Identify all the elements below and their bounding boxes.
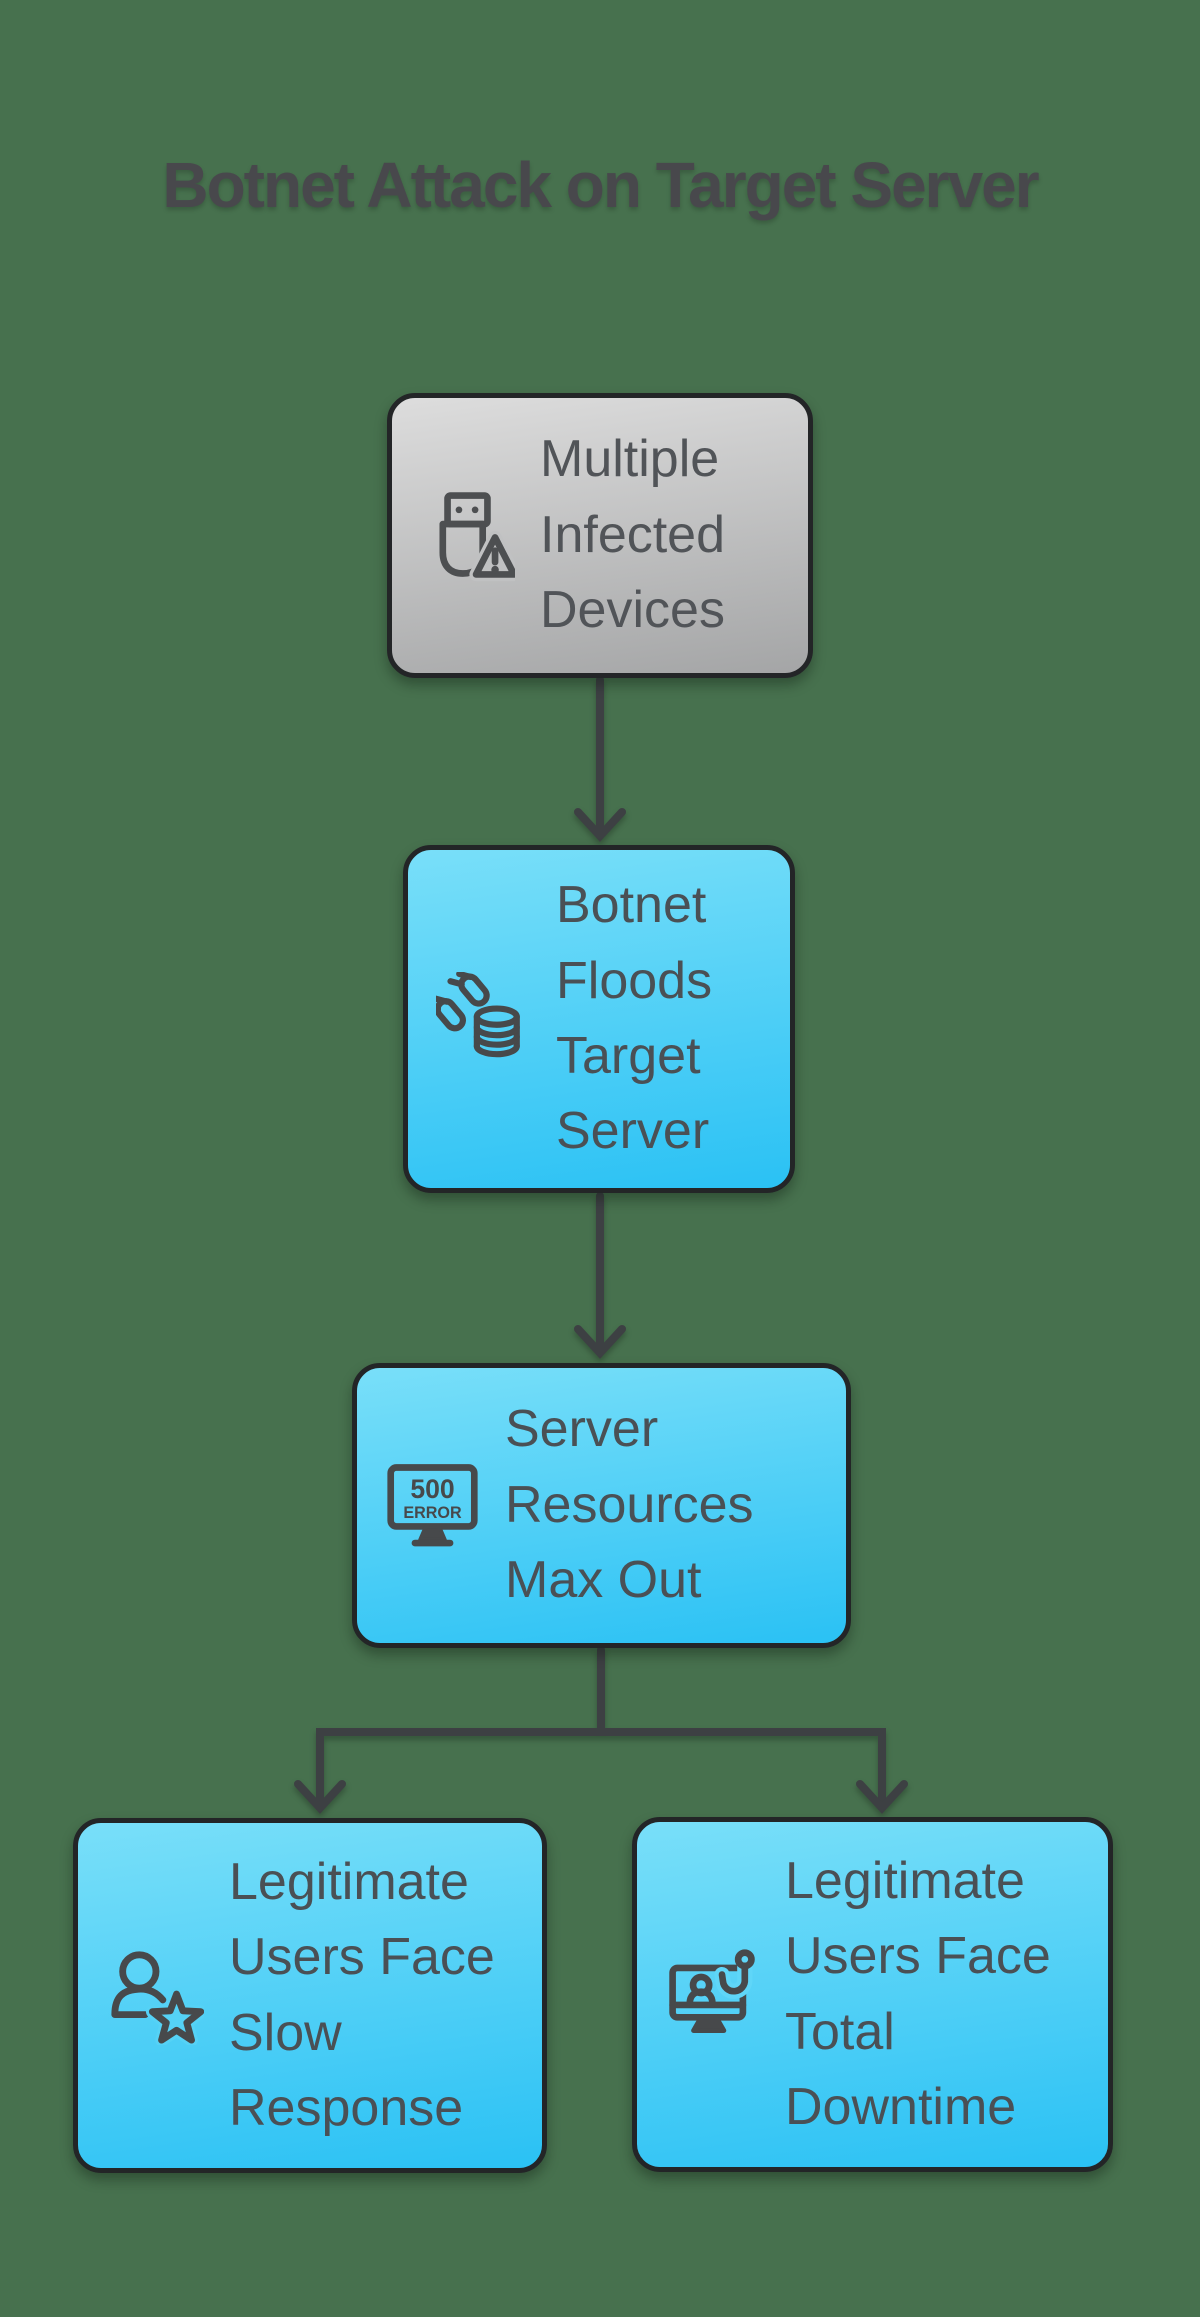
- error-code-text: 500: [410, 1474, 454, 1504]
- usb-warning-icon: [439, 492, 515, 582]
- edge-1-arrowhead-icon: [574, 808, 626, 842]
- node-label: Legitimate Users Face Slow Response: [229, 1852, 495, 2137]
- monitor-phishing-icon: [669, 1949, 755, 2033]
- user-star-icon: [111, 1950, 204, 2045]
- edge-3-arrowhead-icon: [294, 1780, 346, 1814]
- node-label: Botnet Floods Target Server: [556, 876, 713, 1161]
- bombs-database-icon: [436, 971, 520, 1057]
- edge-4-arrowhead-icon: [856, 1780, 908, 1814]
- page-title: Botnet Attack on Target Server: [162, 149, 1039, 221]
- server-error-icon: 500 ERROR: [387, 1464, 478, 1547]
- node-legitimate-users-slow-response: Legitimate Users Face Slow Response: [73, 1818, 547, 2173]
- node-server-resources-max-out: 500 ERROR Server Resources Max Out: [352, 1363, 851, 1648]
- node-label: Multiple Infected Devices: [540, 430, 726, 640]
- error-word-text: ERROR: [403, 1504, 462, 1522]
- node-label: Server Resources Max Out: [505, 1400, 754, 1610]
- node-legitimate-users-total-downtime: Legitimate Users Face Total Downtime: [632, 1817, 1113, 2172]
- edge-2-arrowhead-icon: [574, 1325, 626, 1359]
- node-label: Legitimate Users Face Total Downtime: [785, 1851, 1051, 2136]
- edge-split-branches: [316, 1728, 886, 1806]
- node-botnet-floods-target-server: Botnet Floods Target Server: [403, 845, 795, 1193]
- node-multiple-infected-devices: Multiple Infected Devices: [387, 393, 813, 678]
